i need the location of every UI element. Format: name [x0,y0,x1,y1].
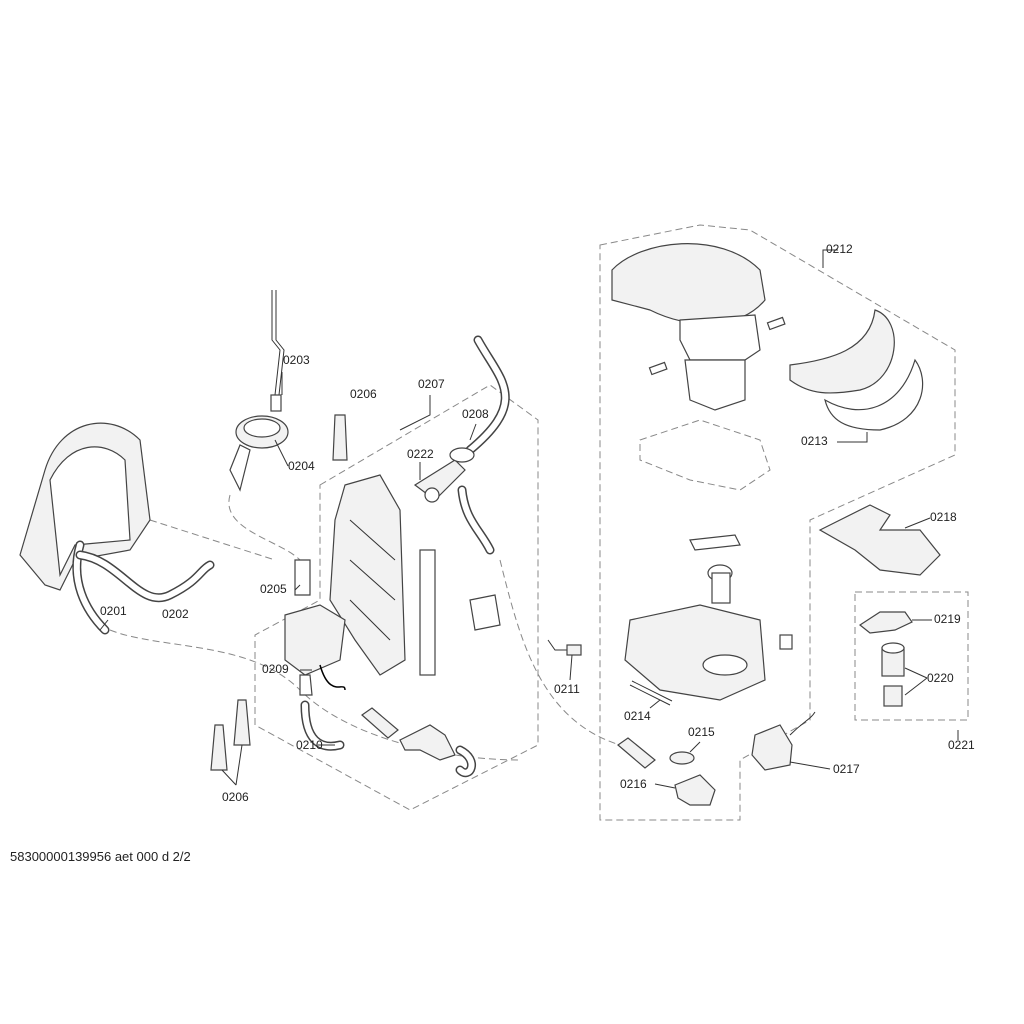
connection-line [149,519,276,561]
part-label-0206: 0206 [222,790,249,804]
part-t-connector [399,724,456,761]
part-label-0202: 0202 [162,607,189,621]
group-outline-0212 [599,224,956,821]
part-label-0213: 0213 [801,434,828,448]
part-label-0219: 0219 [934,612,961,626]
part-0216-valve [674,774,716,806]
part-label-0221: 0221 [948,738,975,752]
part-label-0220: 0220 [927,671,954,685]
part-housing [624,534,793,701]
part-0211-sensor [547,639,582,656]
part-label-0203: 0203 [283,353,310,367]
part-0222-valve [413,447,475,503]
part-label-0207: 0207 [418,377,445,391]
part-label-0214: 0214 [624,709,651,723]
part-label-0210: 0210 [296,738,323,752]
part-label-0215: 0215 [688,725,715,739]
part-0201-frame [19,422,151,635]
leader-lines [99,249,959,789]
part-label-0201: 0201 [100,604,127,618]
part-0207-bracket [329,474,501,676]
part-label-0222: 0222 [407,447,434,461]
document-id-footer: 58300000139956 aet 000 d 2/2 [10,849,191,864]
part-0219-arm [858,611,913,634]
part-hose-segment [617,737,656,769]
part-0206-nozzle [332,414,348,461]
part-0214-pin [629,680,673,706]
part-label-0208: 0208 [462,407,489,421]
part-0213-ring [789,309,924,431]
part-0209-pump [284,604,346,696]
part-0205-tube [294,559,311,596]
part-label-0212: 0212 [826,242,853,256]
group-outline-0221 [854,591,969,721]
part-0218-lever [818,504,941,576]
part-label-0204: 0204 [288,459,315,473]
part-label-0216: 0216 [620,777,647,791]
part-0220-plunger [881,642,905,707]
part-label-0217: 0217 [833,762,860,776]
part-label-0205: 0205 [260,582,287,596]
connection-line [228,494,301,561]
part-label-0218: 0218 [930,510,957,524]
connection-line [499,559,621,746]
part-label-0211: 0211 [554,682,580,696]
part-label-0206: 0206 [350,387,377,401]
part-label-0209: 0209 [262,662,289,676]
part-0217-switch [751,711,816,771]
part-0215-seal [669,751,695,765]
part-0206-nozzle [210,724,228,771]
part-0204-sensor [229,415,289,492]
part-0206-nozzle [233,699,251,746]
part-0212-brew-unit [611,243,786,491]
part-hose-segment [361,707,399,739]
